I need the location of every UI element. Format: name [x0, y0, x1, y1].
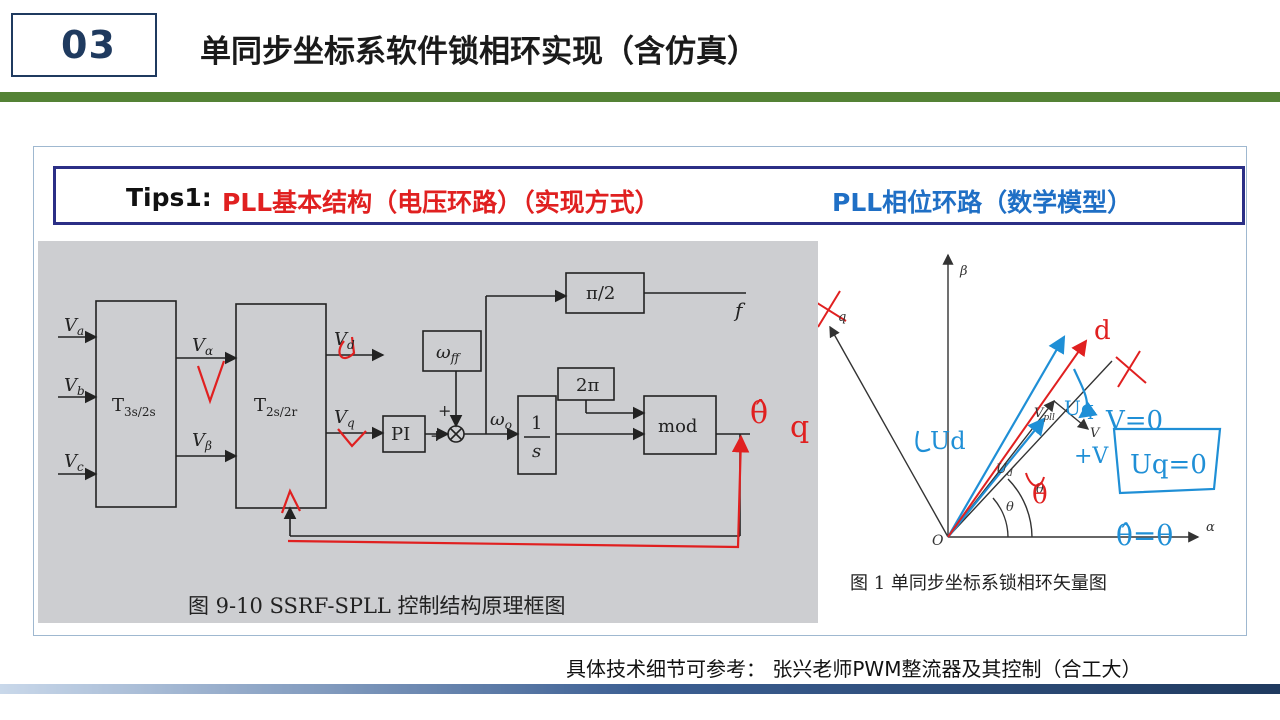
- handwritten-d: d: [1094, 316, 1111, 346]
- tips-label: Tips1:: [126, 183, 212, 212]
- mod-block: [643, 395, 717, 455]
- park-block: [235, 303, 327, 509]
- blue-handwriting: [915, 335, 1222, 538]
- paper-background: [38, 241, 818, 623]
- red-handwriting: [818, 290, 1147, 538]
- ssrf-spll-block-diagram: Va Vb Vc Vα Vβ Vd Vq ωo f T3s/2s T2s/2r …: [38, 241, 818, 623]
- integrator-block: [517, 395, 557, 475]
- handwritten-v-eq-0: V=0: [1105, 406, 1163, 436]
- beta-label: β: [959, 264, 968, 279]
- block-diagram-caption: 图 9-10 SSRF-SPLL 控制结构原理框图: [188, 594, 566, 618]
- tips-voltage-loop: PLL基本结构（电压环路）（实现方式）: [222, 188, 660, 217]
- handwritten-uq-eq-0: Uq=0: [1130, 450, 1207, 480]
- section-number: 03: [61, 23, 116, 67]
- v-pll-label: Vpll: [1034, 406, 1055, 423]
- omega-ff-label: ωff: [436, 342, 462, 365]
- v-d-label: Vd: [334, 329, 355, 352]
- integrator-den: s: [532, 441, 541, 462]
- input-va-label: Va: [64, 315, 84, 338]
- integrator-num: 1: [531, 413, 542, 434]
- clarke-block: [95, 300, 177, 508]
- theta-arc-inner: [992, 497, 1009, 538]
- origin-label: O: [932, 533, 944, 549]
- handwritten-q: q: [790, 410, 809, 445]
- q-axis: [829, 325, 949, 538]
- handwritten-ud: Ud: [930, 427, 966, 455]
- section-badge: 03: [11, 13, 157, 77]
- pi-label: PI: [391, 424, 410, 445]
- spll-vector-diagram: β α O q Vpll V Ud θ θ̂ Ud Uq +V V=0 Uq=0…: [818, 241, 1246, 623]
- plus-sign-top: +: [438, 401, 451, 420]
- theta-label: θ: [1006, 500, 1014, 515]
- handwritten-plus-v: +V: [1074, 444, 1109, 469]
- alpha-label: α: [1206, 520, 1215, 535]
- plus-sign-left: +: [430, 426, 443, 445]
- handwritten-theta-eq: θ̂=θ: [1116, 519, 1173, 552]
- half-pi-label: π/2: [586, 283, 615, 304]
- title-divider: [0, 92, 1280, 102]
- tips-phase-loop: PLL相位环路（数学模型）: [832, 188, 1133, 217]
- handwritten-uq: Uq: [1064, 396, 1094, 420]
- vector-diagram-caption: 图 1 单同步坐标系锁相环矢量图: [850, 573, 1107, 594]
- omega-o-label: ωo: [490, 409, 512, 432]
- park-label: T2s/2r: [254, 395, 297, 419]
- tips-banner: [53, 166, 1245, 225]
- handwritten-theta-hat-red: θ̂: [1032, 480, 1048, 510]
- v-q-label: Vq: [334, 407, 355, 430]
- q-axis-label: q: [838, 310, 846, 325]
- handwritten-feedback-trace: [196, 336, 750, 549]
- reference-footnote: 具体技术细节可参考： 张兴老师PWM整流器及其控制（合工大）: [566, 657, 1142, 681]
- input-vc-label: Vc: [64, 451, 84, 474]
- theta-arc: [1007, 478, 1033, 538]
- page-title: 单同步坐标系软件锁相环实现（含仿真）: [200, 34, 758, 70]
- two-pi-label: 2π: [576, 375, 599, 396]
- theta-hat-label: θ̂: [1036, 482, 1044, 497]
- bottom-divider: [0, 684, 1280, 694]
- handwritten-theta-hat: θ̂: [750, 396, 768, 431]
- input-vb-label: Vb: [64, 375, 85, 398]
- clarke-label: T3s/2s: [112, 395, 156, 419]
- v-label: V: [1090, 426, 1101, 441]
- v-error-vector: [1053, 400, 1090, 430]
- omega-ff-block: [422, 330, 482, 372]
- v-alpha-label: Vα: [192, 335, 213, 358]
- v-beta-label: Vβ: [192, 430, 212, 453]
- mod-label: mod: [658, 416, 697, 437]
- u-label: Ud: [996, 462, 1013, 479]
